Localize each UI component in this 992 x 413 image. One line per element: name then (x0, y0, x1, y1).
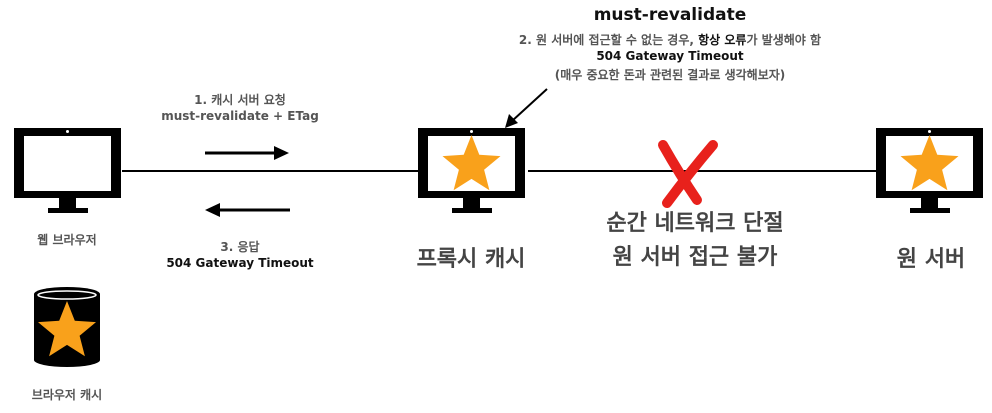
connection-failure-cross-icon (658, 140, 718, 208)
proxy-star-icon (442, 135, 501, 191)
request-step-label: 1. 캐시 서버 요청 (194, 93, 286, 107)
note-line-1-suffix: 가 발생해야 함 (746, 33, 822, 47)
network-failure-label: 순간 네트워크 단절 (606, 211, 784, 236)
note-line-2: 504 Gateway Timeout (596, 49, 744, 63)
browser-monitor-icon (14, 128, 121, 213)
note-pointer-arrow-icon (505, 88, 548, 128)
diagram-title: must-revalidate (593, 5, 747, 25)
origin-unreachable-label: 원 서버 접근 불가 (612, 245, 778, 270)
note-line-1-emphasis: 항상 오류 (698, 33, 747, 47)
note-line-3: (매우 중요한 돈과 관련된 결과로 생각해보자) (554, 68, 786, 82)
browser-cache-label: 브라우저 캐시 (31, 388, 103, 402)
proxy-cache-label: 프록시 캐시 (416, 247, 526, 272)
note-line-1-prefix: 2. 원 서버에 접근할 수 없는 경우, (518, 33, 699, 47)
response-step-label: 3. 응답 (220, 240, 260, 254)
origin-star-icon (900, 135, 959, 191)
request-header-label: must-revalidate + ETag (161, 109, 319, 123)
browser-label: 웹 브라우저 (37, 233, 97, 247)
browser-cache-star-icon (38, 301, 96, 357)
response-arrow-icon (205, 203, 290, 217)
note-line-1: 2. 원 서버에 접근할 수 없는 경우, 항상 오류가 발생해야 함 (500, 31, 840, 48)
response-status-label: 504 Gateway Timeout (166, 256, 314, 270)
request-arrow-icon (205, 146, 289, 160)
origin-server-label: 원 서버 (896, 247, 966, 272)
